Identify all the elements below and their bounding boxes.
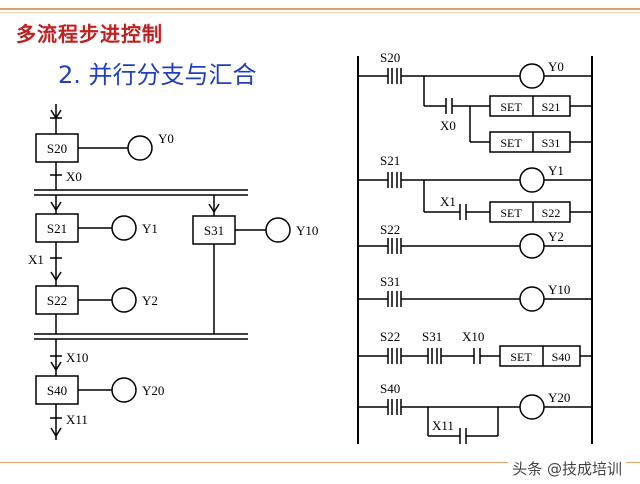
sfc-arrow bbox=[50, 271, 62, 282]
sfc-transition-label: X1 bbox=[28, 252, 44, 267]
set-label: SET bbox=[500, 100, 522, 114]
set-target: S31 bbox=[542, 136, 561, 150]
contact-label: S31 bbox=[380, 274, 400, 289]
section-subtitle: 2. 并行分支与汇合 bbox=[58, 61, 257, 89]
contact-label: X11 bbox=[432, 418, 454, 433]
ladder-coil bbox=[519, 167, 545, 193]
set-label: SET bbox=[500, 136, 522, 150]
coil-label: Y2 bbox=[548, 229, 564, 244]
ladder-coil bbox=[519, 233, 545, 259]
contact-label: S31 bbox=[422, 329, 442, 344]
sfc-output-coil bbox=[265, 217, 291, 243]
sfc-arrow bbox=[50, 361, 62, 372]
contact-label: S40 bbox=[380, 381, 400, 396]
ladder-coil bbox=[519, 63, 545, 89]
contact-label: S20 bbox=[380, 50, 400, 65]
contact-label: S21 bbox=[380, 153, 400, 168]
sfc-step-label: S22 bbox=[47, 293, 67, 308]
sfc-output-label: Y20 bbox=[142, 383, 164, 398]
sfc-output-label: Y0 bbox=[158, 131, 174, 146]
contact-label: X10 bbox=[462, 329, 484, 344]
set-label: SET bbox=[500, 206, 522, 220]
contact-label: S22 bbox=[380, 329, 400, 344]
coil-label: Y10 bbox=[548, 282, 570, 297]
title-rule bbox=[0, 8, 640, 10]
sfc-chart: S20 Y0 X0 S21 Y1 X1 S22 Y2 S31 bbox=[28, 104, 318, 440]
title-bar: 多流程步进控制 bbox=[0, 0, 640, 46]
sfc-output-coil bbox=[127, 135, 153, 161]
sfc-transition-label: X10 bbox=[66, 350, 88, 365]
sfc-step-label: S31 bbox=[204, 223, 224, 238]
set-target: S40 bbox=[552, 350, 571, 364]
footer-rule bbox=[0, 462, 640, 463]
coil-label: Y1 bbox=[548, 163, 564, 178]
set-target: S21 bbox=[542, 100, 561, 114]
sfc-arrow bbox=[50, 109, 62, 120]
sfc-transition-label: X0 bbox=[66, 169, 82, 184]
sfc-output-label: Y1 bbox=[142, 221, 158, 236]
contact-label: X0 bbox=[440, 118, 456, 133]
contact-label: X1 bbox=[440, 194, 456, 209]
ladder-coil bbox=[519, 394, 545, 420]
sfc-output-label: Y10 bbox=[296, 223, 318, 238]
watermark: 头条 @技成培训 bbox=[508, 458, 626, 479]
page-title: 多流程步进控制 bbox=[16, 22, 163, 46]
ladder-coil bbox=[519, 286, 545, 312]
title-rule-thin bbox=[0, 12, 640, 13]
sfc-arrow bbox=[208, 203, 220, 214]
contact-label: S22 bbox=[380, 222, 400, 237]
sfc-output-label: Y2 bbox=[142, 293, 158, 308]
set-target: S22 bbox=[542, 206, 561, 220]
sfc-output-coil bbox=[111, 215, 137, 241]
sfc-output-coil bbox=[111, 287, 137, 313]
sfc-step-label: S21 bbox=[47, 221, 67, 236]
coil-label: Y0 bbox=[548, 59, 564, 74]
sfc-output-coil bbox=[111, 377, 137, 403]
sfc-transition-label: X11 bbox=[66, 412, 88, 427]
sfc-arrow bbox=[50, 427, 62, 438]
coil-label: Y20 bbox=[548, 390, 570, 405]
set-label: SET bbox=[510, 350, 532, 364]
sfc-arrow bbox=[50, 201, 62, 212]
sfc-step-label: S40 bbox=[47, 383, 67, 398]
sfc-step-label: S20 bbox=[47, 141, 67, 156]
ladder-diagram: S20 Y0 X0 SET S21 SET S31 S21 bbox=[357, 50, 593, 444]
